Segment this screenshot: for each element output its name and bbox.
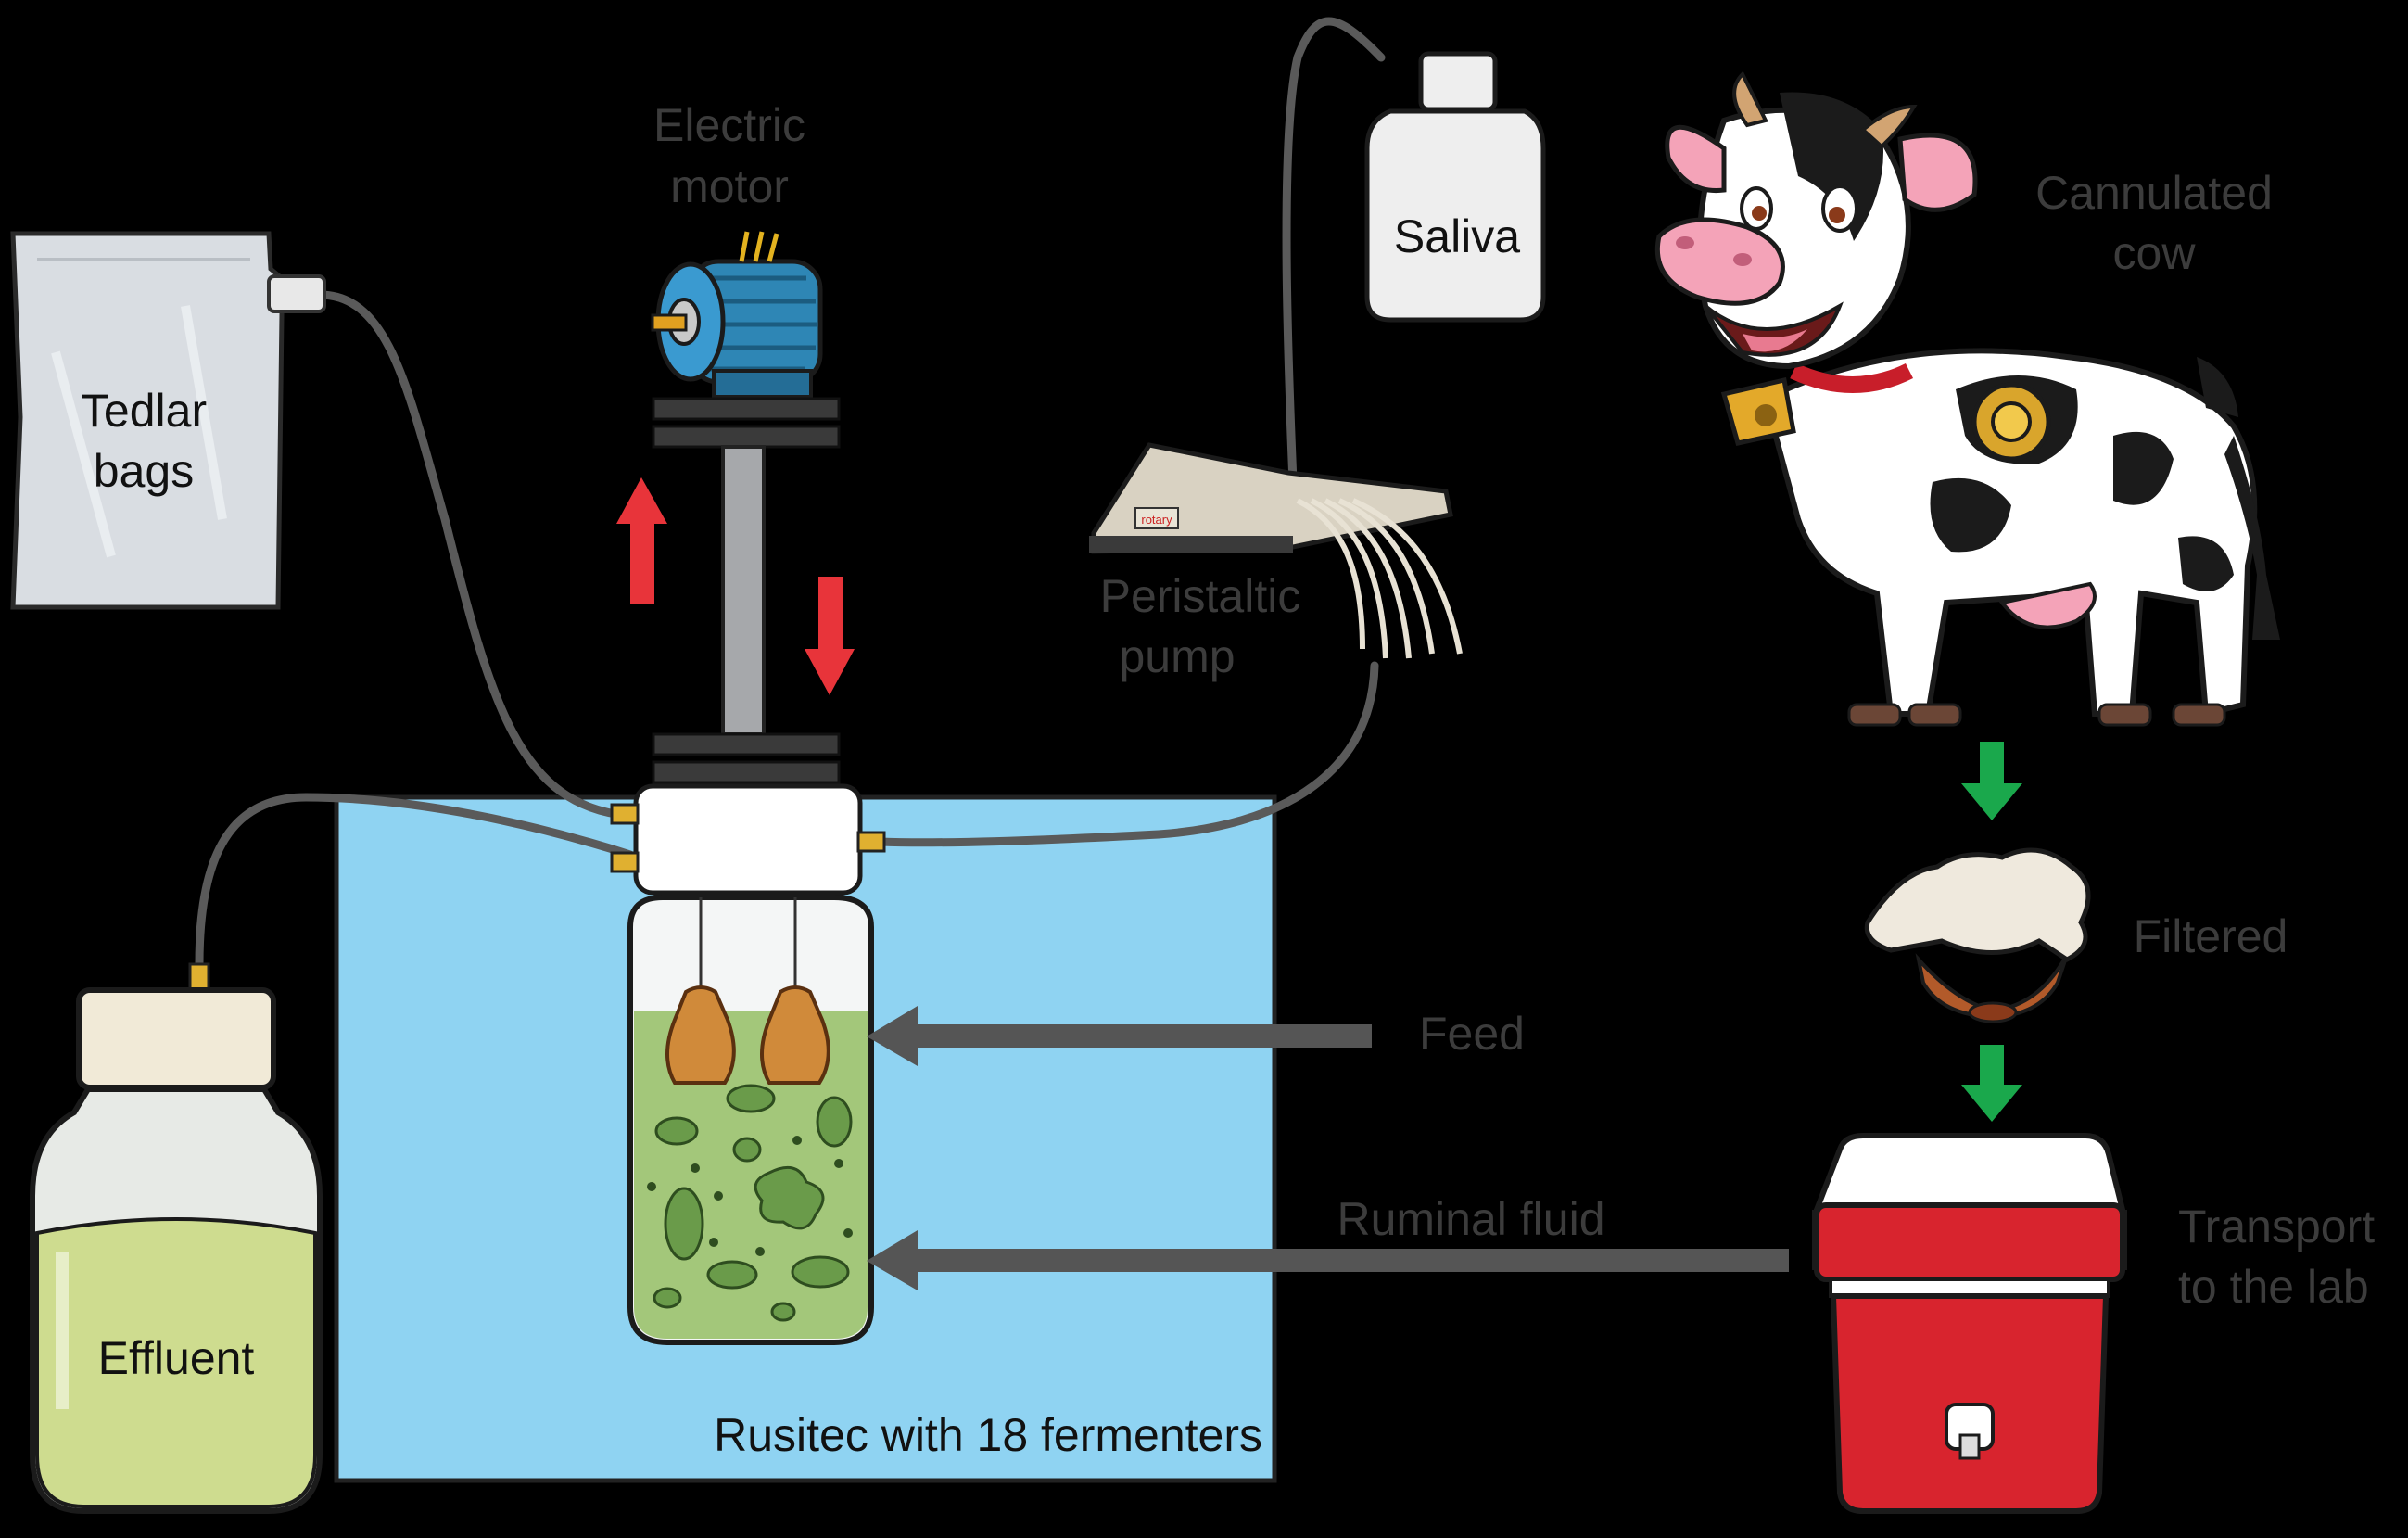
- stirrer-shaft: [652, 397, 841, 784]
- cannulated-cow: [1654, 70, 2280, 727]
- feed-arrow: [867, 1006, 1372, 1066]
- peristaltic-label-1: Peristaltic: [1100, 570, 1301, 622]
- peristaltic-label-2: pump: [1119, 630, 1235, 682]
- fermenter-jar: [627, 895, 874, 1345]
- peristaltic-pump: rotary: [1089, 442, 1463, 659]
- filter-cloth-bowl: [1864, 847, 2091, 1023]
- red-up-arrow: [616, 477, 667, 604]
- red-down-arrow: [805, 577, 855, 695]
- transport-cooler: [1812, 1133, 2127, 1514]
- rusitec-label: Rusitec with 18 fermenters: [714, 1409, 1262, 1461]
- filtered-label: Filtered: [2134, 910, 2288, 962]
- electric-motor-label-1: Electric: [653, 99, 805, 151]
- cannulated-label-2: cow: [2113, 227, 2197, 279]
- transport-label-2: to the lab: [2178, 1261, 2369, 1313]
- fermenter-lid: [610, 783, 886, 896]
- effluent-bottle: Effluent: [30, 962, 323, 1514]
- ruminal-fluid-arrow: [867, 1230, 1789, 1290]
- feed-label: Feed: [1419, 1008, 1525, 1060]
- transport-label-1: Transport: [2178, 1201, 2375, 1252]
- ruminal-fluid-label: Ruminal fluid: [1337, 1193, 1604, 1245]
- tedlar-label-2: bags: [94, 445, 194, 497]
- electric-motor: [651, 231, 823, 399]
- electric-motor-label-2: motor: [670, 160, 789, 212]
- saliva-label: Saliva: [1394, 210, 1520, 262]
- cannulated-label-1: Cannulated: [2035, 167, 2273, 219]
- saliva-bottle: Saliva: [1364, 51, 1546, 323]
- tubing: [195, 17, 1386, 969]
- green-arrow-2: [1961, 1045, 2022, 1122]
- pump-brand: rotary: [1141, 513, 1172, 527]
- tedlar-bag: Tedlar bags: [10, 231, 326, 610]
- green-arrow-1: [1961, 742, 2022, 820]
- effluent-label: Effluent: [98, 1332, 255, 1384]
- tedlar-label-1: Tedlar: [81, 385, 207, 437]
